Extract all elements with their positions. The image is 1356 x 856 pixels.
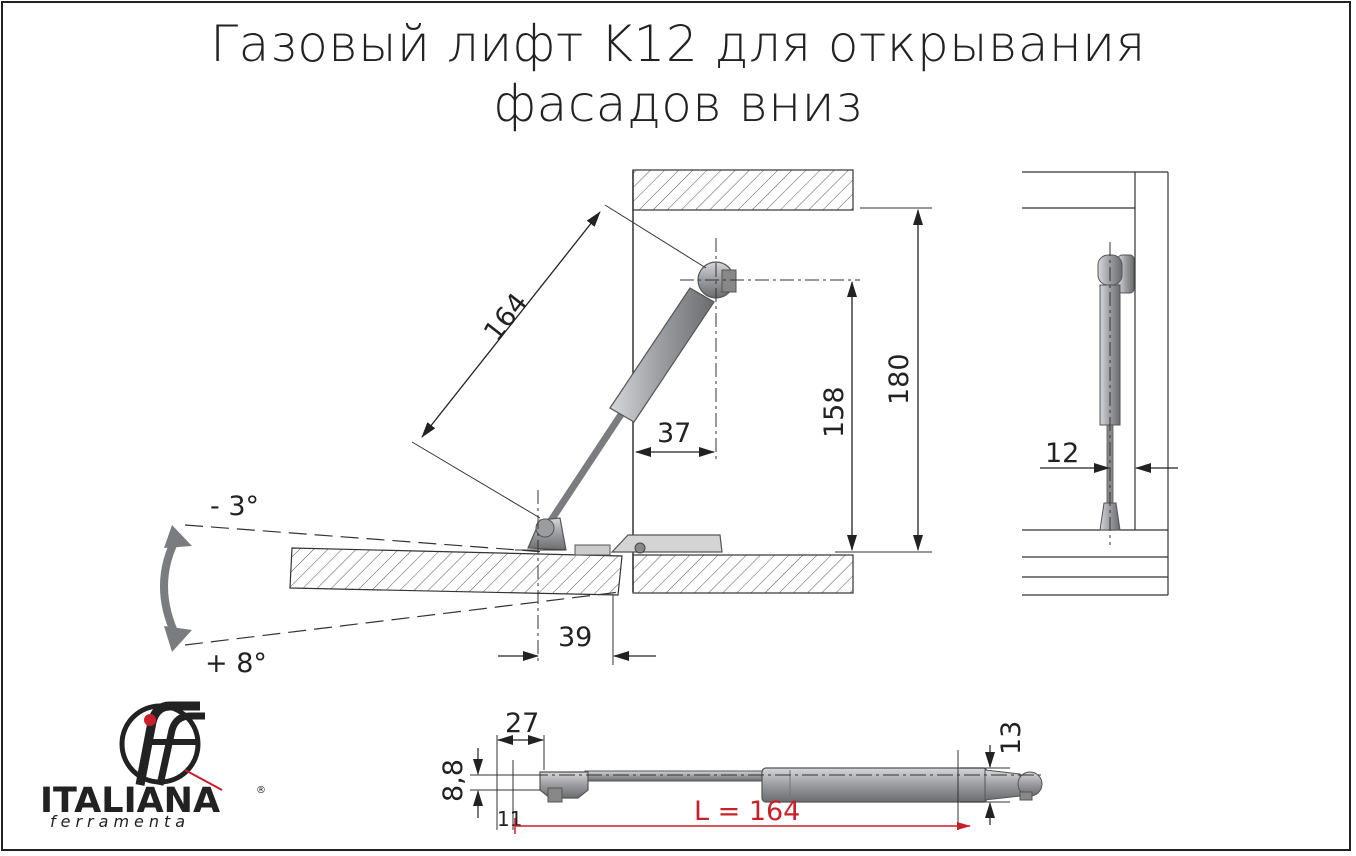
hinge (574, 534, 723, 556)
angle-line-up (184, 524, 546, 553)
angle-line-down (184, 591, 621, 646)
page-title: Газовый лифт K12 для открывания фасадов … (0, 14, 1356, 134)
dim-27-label: 27 (505, 708, 539, 739)
logo-brand: ITALIANA (40, 781, 220, 821)
logo-registered: ® (256, 785, 266, 796)
swing-arrow (160, 533, 182, 642)
ext-line-164-a (411, 441, 541, 519)
door-panel (289, 547, 623, 596)
angle-down-label: + 8° (205, 648, 267, 679)
dim-39-label: 39 (558, 622, 592, 653)
top-panel (632, 169, 854, 211)
angle-up-label: - 3° (210, 491, 259, 522)
bottom-panel (632, 554, 854, 594)
swing-arrow-head-top (164, 525, 192, 548)
dim-12-label: 12 (1045, 438, 1079, 469)
italiana-logo: ITALIANA ® ferramenta (40, 701, 266, 831)
dim-line-164 (421, 211, 601, 438)
dim-164-label: 164 (478, 288, 534, 348)
title-line-2: фасадов вниз (493, 75, 863, 133)
gas-strut (527, 261, 737, 551)
side-view: 12 (1022, 171, 1178, 596)
swing-arrow-head-bottom (164, 626, 192, 652)
dim-158-label: 158 (819, 386, 850, 438)
dim-11-label: 11 (497, 807, 522, 831)
dim-8-8-label: 8,8 (438, 759, 469, 802)
strut-part-view: 27 8,8 11 13 L = 164 (438, 708, 1045, 834)
dim-13-label: 13 (996, 721, 1027, 755)
dim-180-label: 180 (884, 353, 915, 405)
dim-37-label: 37 (657, 418, 691, 449)
logo-mark-icon (119, 701, 223, 791)
ext-line-164-b (604, 204, 707, 269)
dim-length-label: L = 164 (694, 796, 800, 827)
main-view: - 3° + 8° 164 (160, 169, 932, 679)
logo-subtitle: ferramenta (50, 812, 190, 831)
title-line-1: Газовый лифт K12 для открывания (210, 15, 1146, 73)
